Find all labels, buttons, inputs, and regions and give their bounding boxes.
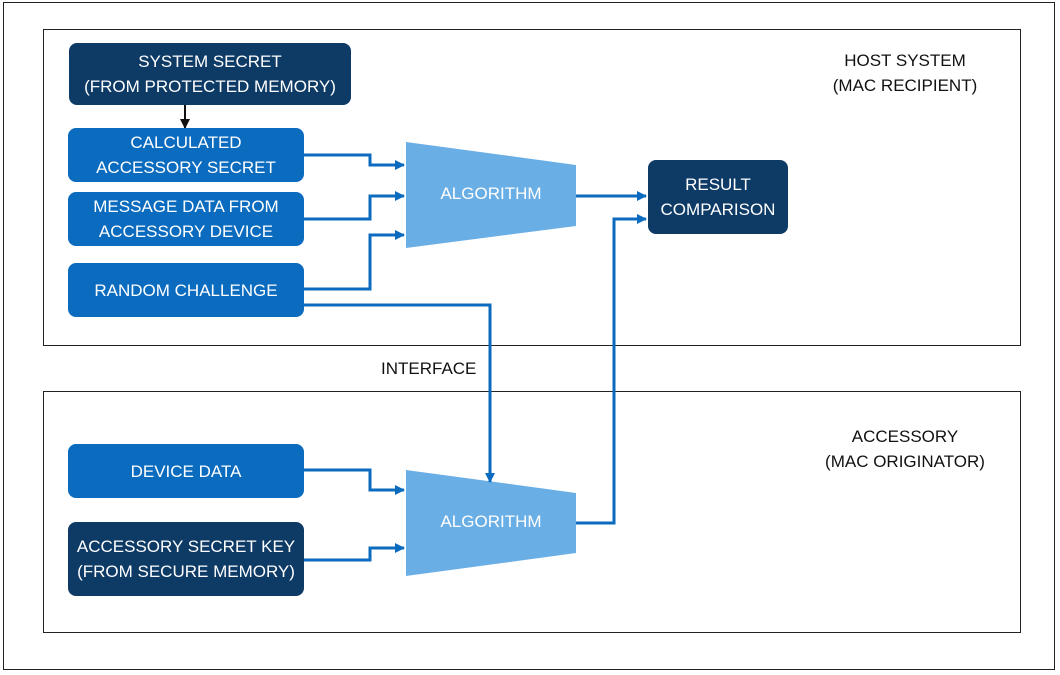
host-system-title: HOST SYSTEM (MAC RECIPIENT) xyxy=(832,51,978,95)
random-challenge-wire xyxy=(303,230,405,291)
message-data-box: MESSAGE DATA FROM ACCESSORY DEVICE xyxy=(68,192,304,246)
random-challenge-box: RANDOM CHALLENGE xyxy=(68,263,304,317)
host-algorithm-label: ALGORITHM xyxy=(440,184,542,203)
calculated-secret-box: CALCULATED ACCESSORY SECRET xyxy=(68,128,304,182)
accessory-title: ACCESSORY (MAC ORIGINATOR) xyxy=(825,427,985,471)
device-data-box: DEVICE DATA xyxy=(68,444,304,498)
diagram-frame xyxy=(3,2,1055,670)
accessory-algorithm-label: ALGORITHM xyxy=(440,512,542,531)
challenge-interface-wire xyxy=(303,303,495,483)
result-comparison-box: RESULT COMPARISON xyxy=(648,160,788,234)
device-data-wire xyxy=(303,468,405,495)
message-data-wire xyxy=(303,191,405,221)
calc-secret-wire xyxy=(303,153,405,170)
interface-label: INTERFACE xyxy=(381,359,477,378)
accessory-secret-key-box: ACCESSORY SECRET KEY (FROM SECURE MEMORY… xyxy=(68,522,304,596)
accessory-algorithm-output-wire xyxy=(576,214,647,525)
accessory-algorithm-shape xyxy=(406,470,576,576)
secret-key-wire xyxy=(303,543,405,562)
host-algorithm-shape xyxy=(406,142,576,248)
system-secret-box: SYSTEM SECRET (FROM PROTECTED MEMORY) xyxy=(69,43,351,105)
